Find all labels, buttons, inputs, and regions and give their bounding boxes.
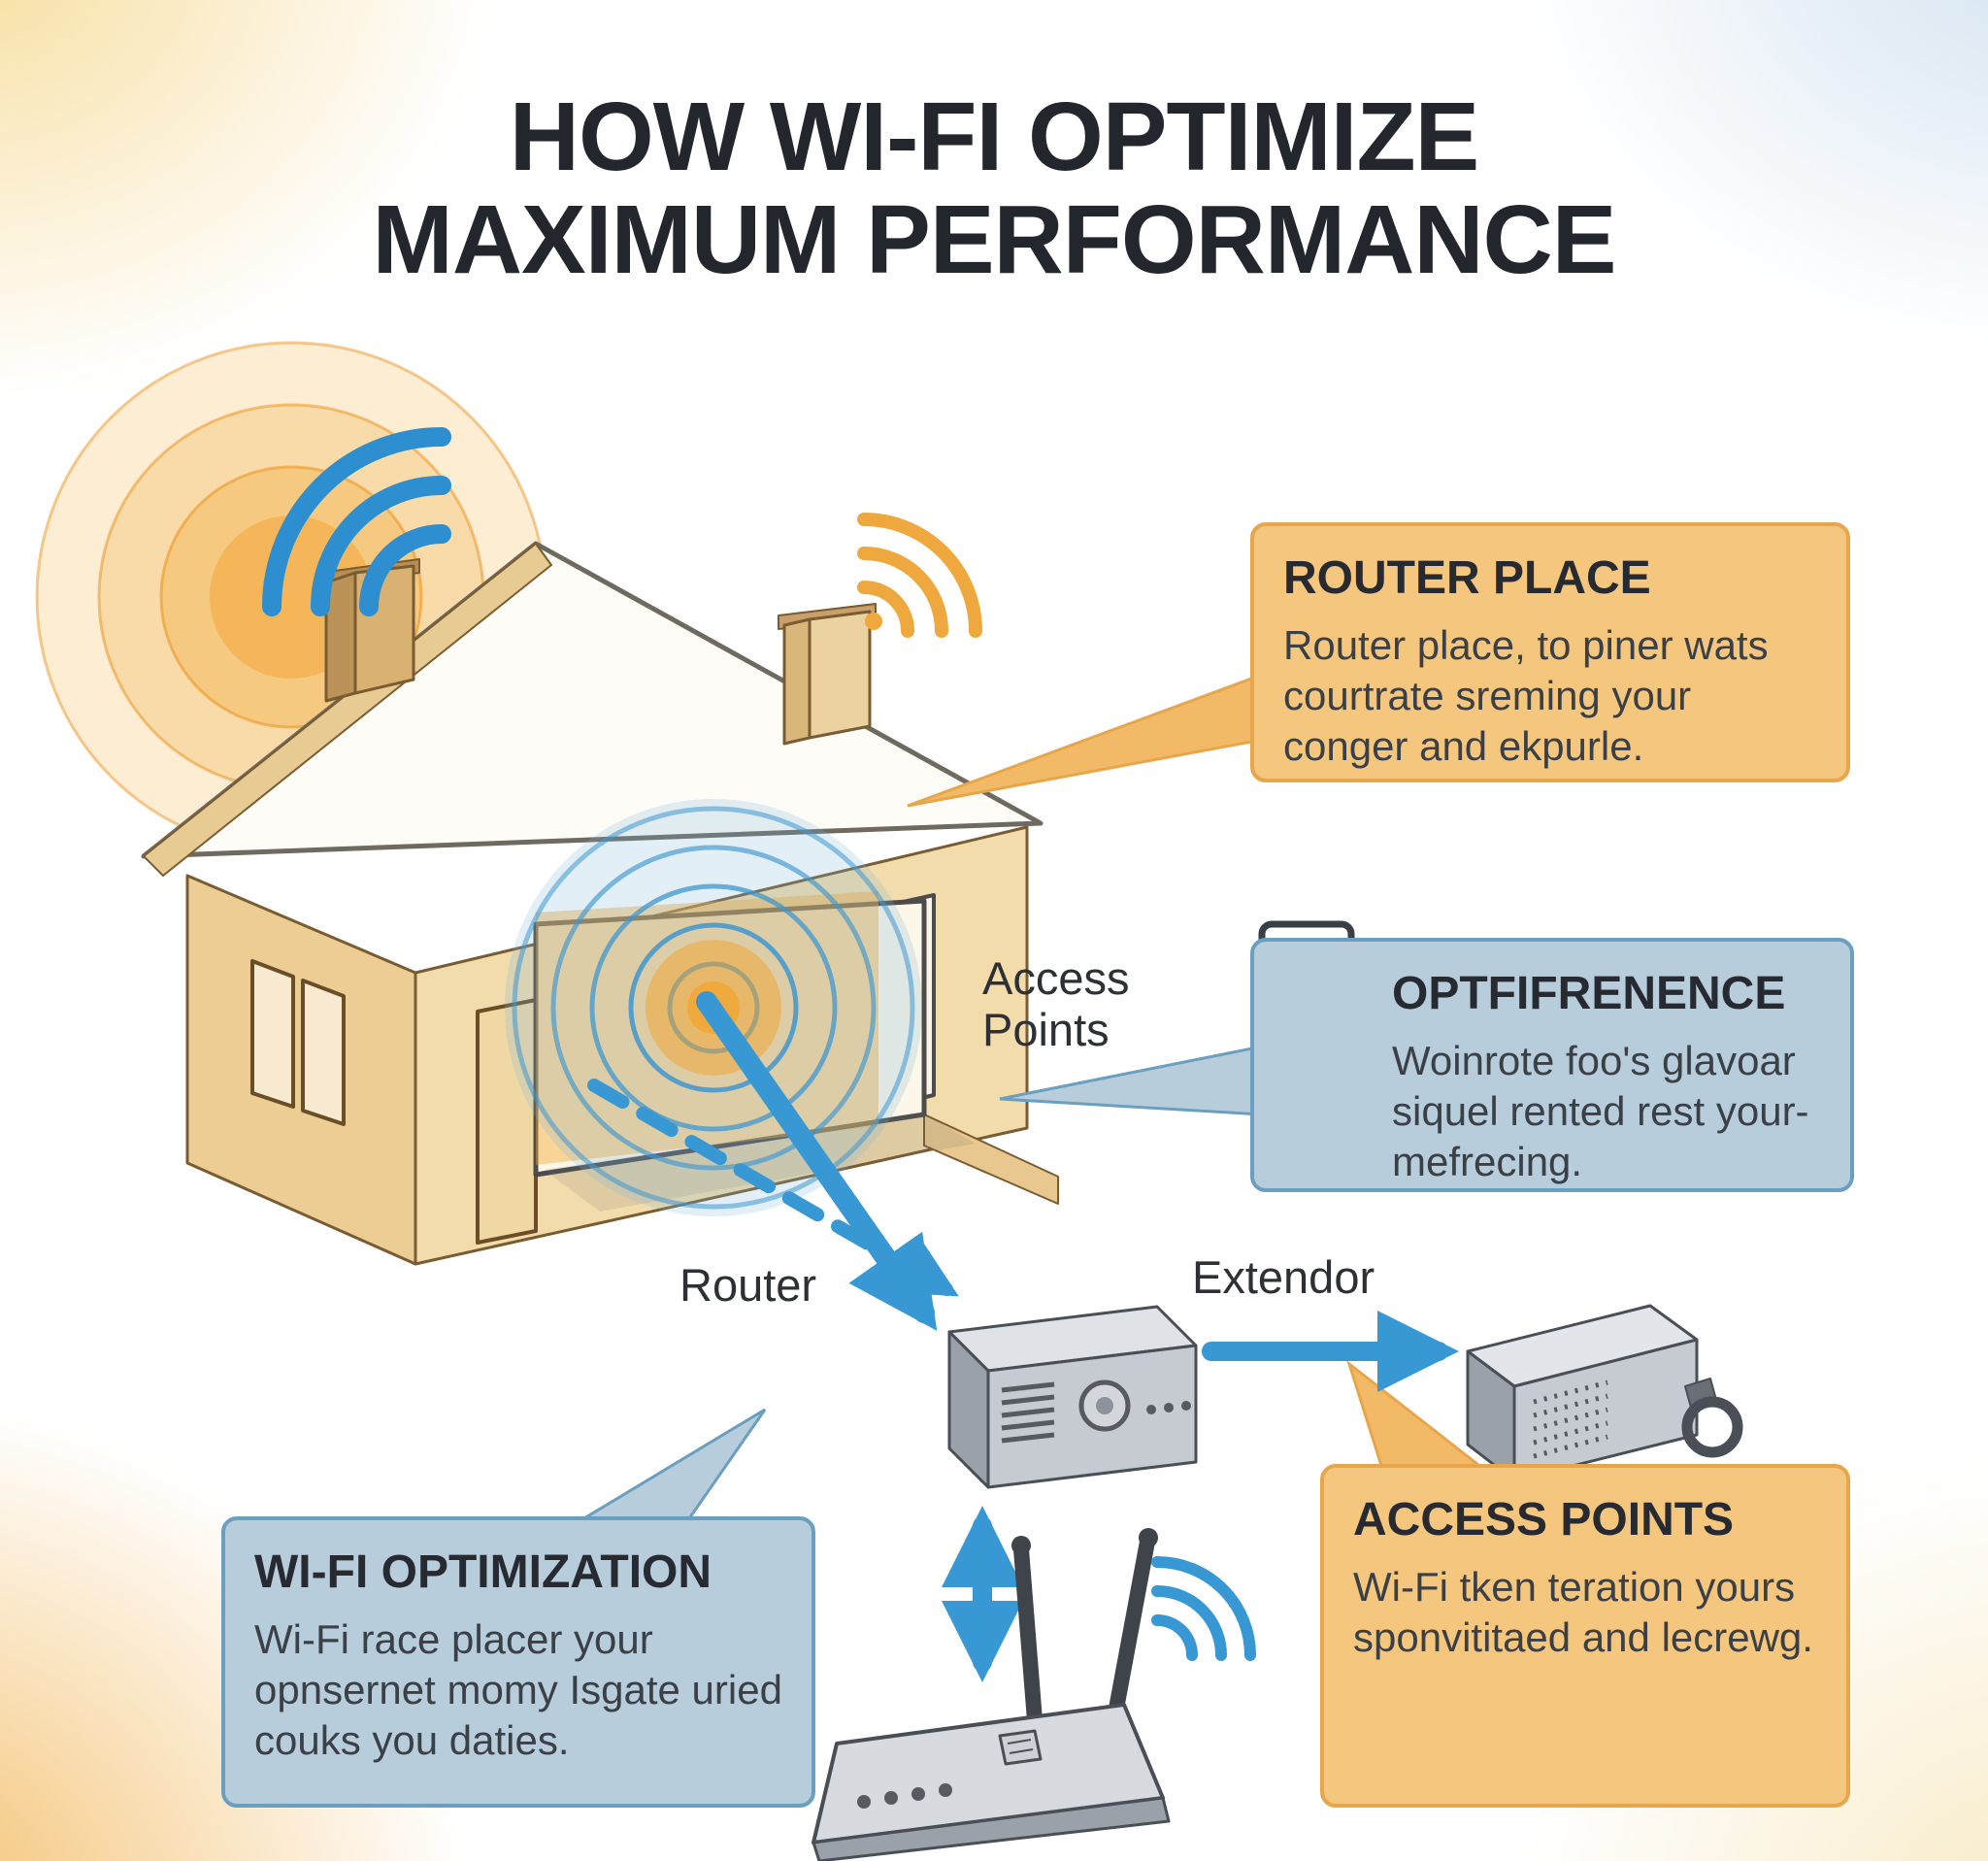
- porch-wedge: [923, 1113, 1059, 1205]
- pointer-router-place: [907, 672, 1264, 808]
- router-device: [812, 1528, 1171, 1861]
- callout-pointers: [569, 672, 1492, 1526]
- callout-access-points: ACCESS POINTS Wi-Fi tken teration yours …: [1320, 1464, 1850, 1808]
- extender-device: [1466, 1304, 1743, 1482]
- wifi-arcs-blue-icon: [262, 427, 451, 616]
- cable-loop: [1681, 1396, 1743, 1458]
- callout-router-place: ROUTER PLACE Router place, to piner wats…: [1250, 522, 1850, 782]
- signal-arrows: [587, 991, 1459, 1682]
- access-points-label: Access Points: [982, 952, 1130, 1055]
- extendor-label: Extendor: [1192, 1251, 1375, 1303]
- arrow-dashed: [587, 1079, 959, 1297]
- network-device: [947, 1305, 1198, 1489]
- callout-router-place-body: Router place, to piner wats courtrate sr…: [1283, 622, 1769, 770]
- title-line-2: MAXIMUM PERFORMANCE: [372, 185, 1617, 294]
- pointer-interference: [999, 1045, 1264, 1116]
- callout-wifi-optimization: WI-FI OPTIMIZATION Wi-Fi race placer you…: [221, 1516, 815, 1808]
- callout-wifi-optimization-body: Wi-Fi race placer your opnsernet momy Is…: [254, 1616, 782, 1764]
- access-points-label-line2: Points: [982, 1003, 1110, 1055]
- router-label: Router: [679, 1259, 817, 1311]
- window-right: [301, 979, 346, 1126]
- callout-router-place-heading: ROUTER PLACE: [1283, 552, 1651, 604]
- page-title: HOW WI-FI OPTIMIZE MAXIMUM PERFORMANCE: [0, 85, 1988, 291]
- callout-access-points-heading: ACCESS POINTS: [1353, 1494, 1735, 1545]
- title-line-1: HOW WI-FI OPTIMIZE: [509, 83, 1480, 191]
- chimney-right: [778, 603, 877, 746]
- callout-interference-body: Woinrote foo's glavoar siquel rented res…: [1392, 1038, 1809, 1185]
- callout-interference-heading: OPTFIFRENENCE: [1392, 968, 1786, 1019]
- window-left: [250, 959, 295, 1109]
- wifi-arcs-router-icon: [1151, 1556, 1256, 1661]
- callout-wifi-optimization-heading: WI-FI OPTIMIZATION: [254, 1546, 712, 1598]
- callout-interference: OPTFIFRENENCE Woinrote foo's glavoar siq…: [1250, 938, 1854, 1192]
- pointer-wifi-optimization: [569, 1408, 767, 1526]
- callout-access-points-body: Wi-Fi tken teration yours sponvititaed a…: [1353, 1564, 1813, 1661]
- access-points-label-line1: Access: [982, 952, 1130, 1004]
- wifi-arcs-orange-icon: [857, 513, 982, 638]
